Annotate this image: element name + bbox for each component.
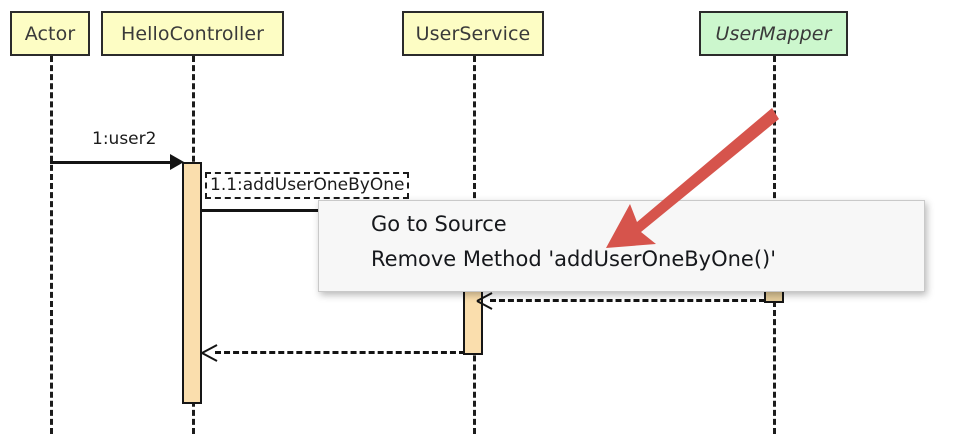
message-arrowhead-1 <box>170 154 184 170</box>
participant-label: Actor <box>24 22 76 45</box>
participant-usermapper[interactable]: UserMapper <box>699 11 848 56</box>
menu-item-go-to-source[interactable]: Go to Source <box>371 212 507 236</box>
participant-userservice[interactable]: UserService <box>402 11 544 56</box>
participant-label: HelloController <box>120 22 265 45</box>
return-line-userservice-hellocontroller[interactable] <box>215 351 465 354</box>
menu-item-remove-method[interactable]: Remove Method 'addUserOneByOne()' <box>371 247 777 272</box>
participant-actor[interactable]: Actor <box>10 11 90 56</box>
return-arrowhead-hellocontroller <box>202 344 218 360</box>
participant-label: UserMapper <box>715 22 832 45</box>
activation-bar-hellocontroller[interactable] <box>182 162 202 404</box>
return-line-usermapper-userservice[interactable] <box>490 299 765 302</box>
participant-hellocontroller[interactable]: HelloController <box>101 11 284 56</box>
context-menu[interactable]: Go to Source Remove Method 'addUserOneBy… <box>318 200 925 292</box>
participant-label: UserService <box>415 22 531 45</box>
message-line-1[interactable] <box>50 161 176 164</box>
message-label-1-1[interactable]: 1.1:addUserOneByOne <box>205 172 410 199</box>
lifeline-actor <box>50 56 53 434</box>
message-label-1[interactable]: 1:user2 <box>92 129 157 149</box>
return-arrowhead-userservice <box>477 292 493 308</box>
